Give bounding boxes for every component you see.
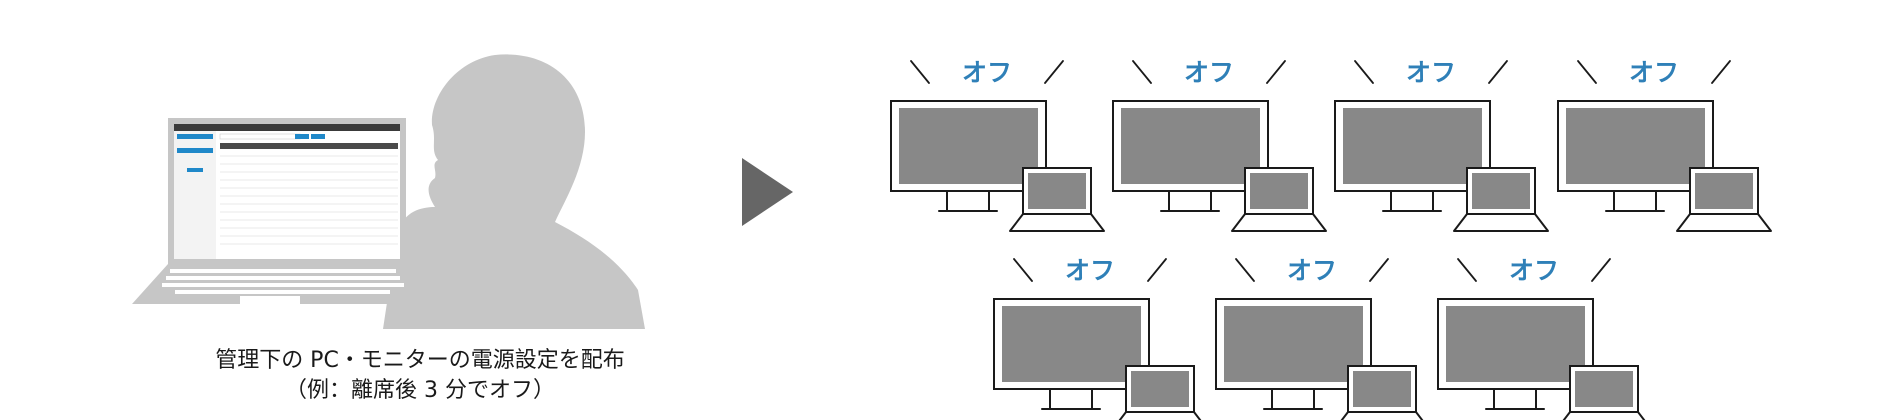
off-ray-right bbox=[1711, 60, 1731, 84]
monitor-screen bbox=[1446, 306, 1585, 382]
monitor-screen bbox=[899, 108, 1038, 184]
laptop-base bbox=[1118, 411, 1202, 420]
admin-app-header-bar bbox=[174, 124, 400, 131]
off-label: オフ bbox=[1405, 58, 1456, 87]
off-label: オフ bbox=[1508, 256, 1559, 285]
laptop-base bbox=[1231, 213, 1327, 232]
admin-app-table-rows bbox=[220, 155, 398, 245]
laptop-screen bbox=[1695, 173, 1753, 209]
off-ray-left bbox=[1457, 258, 1477, 282]
laptop-base bbox=[1340, 411, 1424, 420]
monitor-screen bbox=[1002, 306, 1141, 382]
off-label: オフ bbox=[1064, 256, 1115, 285]
admin-app-search-field bbox=[219, 133, 301, 140]
device-set bbox=[1112, 60, 1327, 232]
laptop-screen bbox=[1028, 173, 1086, 209]
off-label: オフ bbox=[1286, 256, 1337, 285]
admin-app-filter-button bbox=[311, 134, 325, 139]
devices-group bbox=[890, 60, 1772, 420]
flow-arrow bbox=[742, 158, 793, 226]
off-ray-right bbox=[1488, 60, 1508, 84]
device-set bbox=[1557, 60, 1772, 232]
laptop-screen bbox=[1575, 371, 1633, 407]
admin-app-sidebar-button bbox=[187, 168, 203, 172]
laptop-base bbox=[1453, 213, 1549, 232]
off-ray-right bbox=[1369, 258, 1389, 282]
laptop-screen bbox=[1353, 371, 1411, 407]
admin-app-sidebar-item-active bbox=[177, 134, 213, 139]
caption-line-1: 管理下の PC・モニターの電源設定を配布 bbox=[215, 348, 625, 373]
device-set bbox=[1437, 258, 1646, 420]
off-label: オフ bbox=[1183, 58, 1234, 87]
off-ray-left bbox=[1132, 60, 1152, 84]
off-ray-left bbox=[910, 60, 930, 84]
off-label: オフ bbox=[961, 58, 1012, 87]
off-ray-left bbox=[1354, 60, 1374, 84]
laptop-base bbox=[1676, 213, 1772, 232]
admin-laptop bbox=[132, 118, 418, 304]
admin-app-sidebar-item-active bbox=[177, 148, 213, 153]
off-ray-right bbox=[1147, 258, 1167, 282]
person-silhouette bbox=[383, 54, 645, 329]
off-ray-left bbox=[1235, 258, 1255, 282]
monitor-screen bbox=[1566, 108, 1705, 184]
off-ray-right bbox=[1266, 60, 1286, 84]
device-set bbox=[1334, 60, 1549, 232]
monitor-screen bbox=[1343, 108, 1482, 184]
laptop-screen bbox=[1250, 173, 1308, 209]
device-set bbox=[993, 258, 1202, 420]
laptop-touchpad bbox=[240, 296, 300, 304]
laptop-screen bbox=[1131, 371, 1189, 407]
off-ray-left bbox=[1013, 258, 1033, 282]
monitor-screen bbox=[1224, 306, 1363, 382]
device-set bbox=[1215, 258, 1424, 420]
laptop-base bbox=[1562, 411, 1646, 420]
caption-line-2: （例：離席後 3 分でオフ） bbox=[285, 378, 555, 403]
monitor-screen bbox=[1121, 108, 1260, 184]
admin-app-table-header bbox=[220, 143, 398, 149]
admin-app-search-button bbox=[295, 134, 309, 139]
laptop-screen bbox=[1472, 173, 1530, 209]
laptop-base bbox=[1009, 213, 1105, 232]
off-label: オフ bbox=[1628, 58, 1679, 87]
laptop-keyboard bbox=[162, 269, 404, 294]
device-set bbox=[890, 60, 1105, 232]
off-ray-right bbox=[1044, 60, 1064, 84]
off-ray-right bbox=[1591, 258, 1611, 282]
off-ray-left bbox=[1577, 60, 1597, 84]
